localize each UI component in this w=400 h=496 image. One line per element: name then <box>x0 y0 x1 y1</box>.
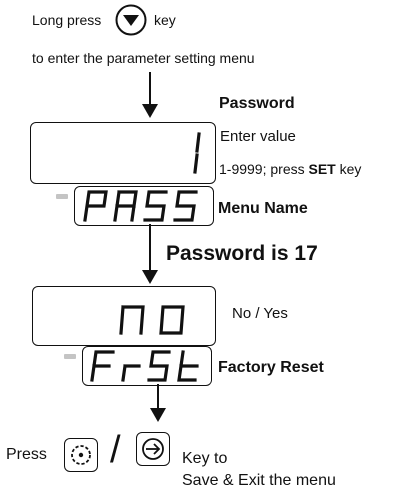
flow-arrow-2 <box>142 224 158 284</box>
password-hint: Password is 17 <box>166 242 318 265</box>
password-heading: Password <box>219 95 295 112</box>
factory-reset-label: Factory Reset <box>218 359 324 376</box>
set-key-label: SET <box>308 161 336 177</box>
long-press-label: Long press <box>32 12 102 28</box>
set-key-button[interactable] <box>64 438 98 472</box>
save-exit-label: Save & Exit the menu <box>182 472 336 489</box>
enter-value-text: Enter value <box>220 128 296 145</box>
enter-menu-text: to enter the parameter setting menu <box>32 50 255 66</box>
slash-separator: / <box>110 429 121 471</box>
password-digits <box>193 132 201 174</box>
menu-code-display-pass <box>74 186 214 226</box>
frst-digits <box>90 350 199 382</box>
indicator-led <box>56 194 68 199</box>
range-suffix: key <box>335 161 362 177</box>
pass-digits <box>83 190 198 222</box>
flow-arrow-3 <box>150 384 166 422</box>
key-to-label: Key to <box>182 450 228 467</box>
indicator-led <box>64 354 76 359</box>
option-digits <box>119 305 185 335</box>
menu-code-display-frst <box>82 346 212 386</box>
password-display <box>30 122 216 184</box>
exit-key-button[interactable] <box>136 432 170 466</box>
options-label: No / Yes <box>232 305 288 322</box>
menu-name-label: Menu Name <box>218 200 308 217</box>
option-display <box>32 286 216 346</box>
gear-icon <box>71 445 91 465</box>
press-label: Press <box>6 446 47 463</box>
flow-arrow-1 <box>142 72 158 118</box>
password-range-text: 1-9999; press SET key <box>219 161 361 177</box>
down-key-icon <box>115 4 147 36</box>
key-label: key <box>154 12 176 28</box>
range-prefix: 1-9999; press <box>219 161 309 177</box>
exit-arrow-icon <box>142 438 164 460</box>
